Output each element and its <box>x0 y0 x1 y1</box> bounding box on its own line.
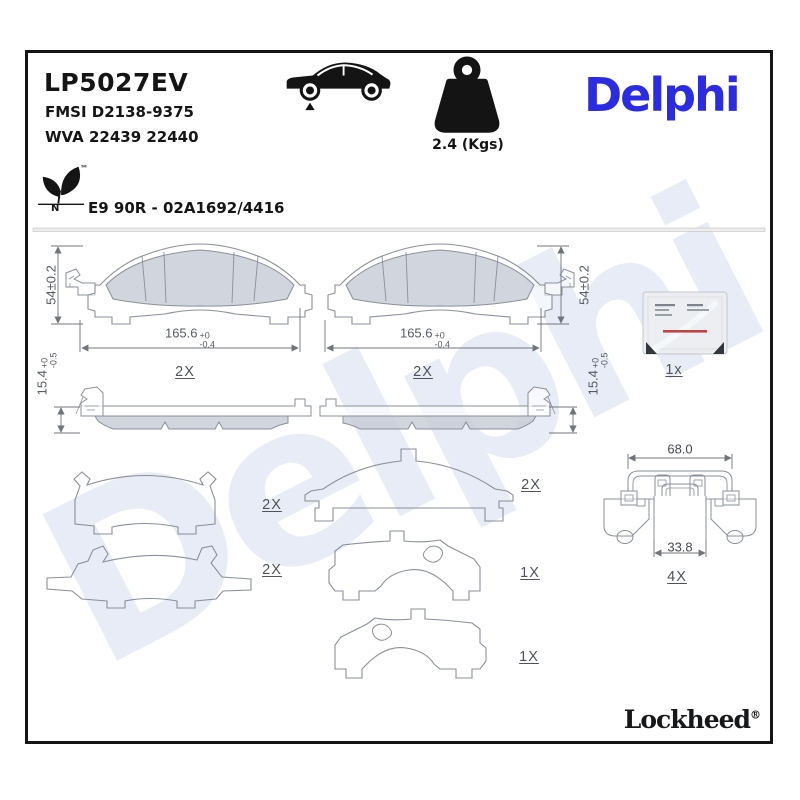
dim-tolerance: +0-0.5 <box>591 352 610 369</box>
qty-shim-top-left: 2X <box>262 497 282 513</box>
dim-pad-height-right: 54±0.2 <box>576 265 592 305</box>
dim-pad-thickness-left: 15.4+0-0.5 <box>34 352 59 396</box>
dim-pad-width-right: 165.6+0-0.4 <box>400 326 450 349</box>
tol-plus: +0 <box>434 330 445 341</box>
dimension-lines-left-pad <box>51 245 301 352</box>
tol-minus: -0.4 <box>434 339 451 349</box>
dimension-lines-clip <box>627 454 733 557</box>
dim-value: 15.4 <box>585 370 601 396</box>
front-axle-marker <box>305 102 315 111</box>
dim-pad-width-left: 165.6+0-0.4 <box>165 326 215 349</box>
delphi-logo: Delphi <box>584 68 741 122</box>
shim-top-left-drawing <box>73 471 217 535</box>
qty-shim-bottom-left: 2X <box>262 562 282 578</box>
retaining-clip-drawing <box>603 454 757 557</box>
tol-minus: -0.4 <box>199 339 216 349</box>
part-number: LP5027EV <box>44 68 189 97</box>
wva-reference: WVA 22439 22440 <box>45 128 199 146</box>
dim-tolerance: +0-0.4 <box>199 330 216 349</box>
lockheed-logo: Lockheed® <box>600 705 761 734</box>
qty-front-pad-left: 2X <box>175 364 195 380</box>
qty-shim-middle-top: 2X <box>521 477 541 493</box>
dimension-lines-thickness <box>54 406 577 434</box>
dim-tolerance: +0-0.4 <box>434 330 451 349</box>
fmsi-reference: FMSI D2138-9375 <box>45 103 194 121</box>
ece-approval-number: E9 90R - 02A1692/4416 <box>88 199 285 217</box>
car-side-icon <box>286 62 391 111</box>
qty-shim-middle-bottom: 1X <box>519 649 539 665</box>
leaf-letter: N <box>51 203 60 214</box>
dim-pad-height-left: 54±0.2 <box>43 265 59 305</box>
dim-tolerance: +0-0.5 <box>40 352 59 369</box>
tol-minus: -0.5 <box>48 352 58 369</box>
header-divider <box>32 227 766 232</box>
tol-plus: +0 <box>199 330 210 341</box>
leaf-trademark-symbol: ™ <box>80 164 88 173</box>
registered-symbol: ® <box>750 708 761 722</box>
dimension-lines-right-pad <box>324 245 569 352</box>
dim-pad-thickness-right: 15.4+0-0.5 <box>585 352 610 396</box>
dim-clip-outer-width: 68.0 <box>667 441 693 457</box>
weight-kg-icon <box>434 56 500 133</box>
lockheed-text: Lockheed <box>623 705 751 734</box>
dim-value: 15.4 <box>34 370 50 396</box>
technical-drawing-canvas <box>32 227 766 679</box>
weight-value: 2.4 (Kgs) <box>432 137 504 153</box>
tol-minus: -0.5 <box>599 352 609 369</box>
dim-clip-inner-width: 33.8 <box>667 539 693 555</box>
shim-bottom-left-drawing <box>46 545 252 609</box>
qty-shim-middle-center: 1X <box>520 565 540 581</box>
dim-value: 165.6 <box>164 325 198 341</box>
eco-leaf-icon <box>38 166 85 206</box>
qty-retaining-clip: 4X <box>667 569 687 585</box>
qty-grease-sachet: 1x <box>665 362 683 378</box>
grease-sachet-image <box>642 291 728 355</box>
dim-value: 165.6 <box>399 325 433 341</box>
shim-middle-top-drawing <box>304 448 514 522</box>
qty-front-pad-right: 2X <box>413 364 433 380</box>
